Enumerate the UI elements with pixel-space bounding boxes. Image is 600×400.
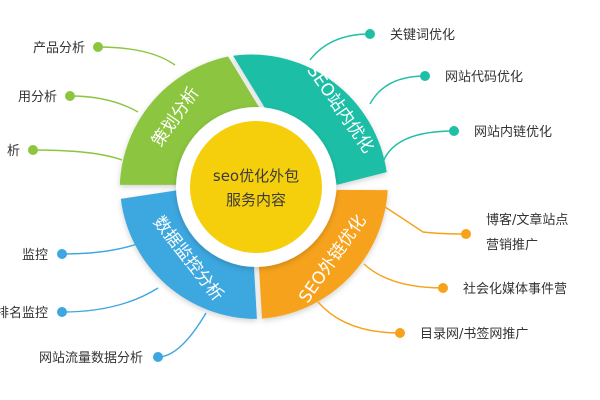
dot-offsite-3 <box>395 328 405 338</box>
planning-item-3: 析 <box>7 144 20 159</box>
offsite-segment <box>258 189 388 319</box>
connector-planning-3 <box>32 149 123 161</box>
center-core <box>190 121 322 253</box>
dot-offsite-2 <box>438 283 448 293</box>
connector-offsite-1 <box>381 204 467 235</box>
item-labels: 产品分析 用分析 析 关键词优化 网站代码优化 网站内链优化 博客/文章站点 营… <box>0 28 568 366</box>
monitor-item-3: 网站流量数据分析 <box>39 351 143 366</box>
dot-offsite-1 <box>461 229 471 239</box>
dot-onsite-3 <box>449 126 459 136</box>
connector-planning-1 <box>97 46 176 66</box>
connector-planning-2 <box>69 95 139 113</box>
planning-item-1: 产品分析 <box>33 41 85 56</box>
dot-monitor-3 <box>153 352 163 362</box>
dot-monitor-2 <box>57 307 67 317</box>
connector-onsite-1 <box>309 33 371 61</box>
planning-item-2: 用分析 <box>18 90 57 105</box>
onsite-segment <box>233 54 387 185</box>
offsite-item-2: 营销推广 <box>486 238 538 253</box>
dot-planning-1 <box>93 42 103 52</box>
center-subtitle: 服务内容 <box>226 191 286 209</box>
connectors <box>32 33 467 358</box>
connector-offsite-2 <box>363 263 444 289</box>
offsite-item-4: 目录网/书签网推广 <box>420 326 528 342</box>
monitor-item-2: 排名监控 <box>0 305 48 321</box>
dot-planning-2 <box>65 91 75 101</box>
onsite-item-2: 网站代码优化 <box>445 70 523 85</box>
connector-monitor-3 <box>157 312 207 358</box>
center-title: seo优化外包 <box>213 167 299 185</box>
dot-onsite-1 <box>365 29 375 39</box>
dot-monitor-1 <box>57 249 67 259</box>
connector-onsite-3 <box>382 130 455 163</box>
dot-planning-3 <box>28 145 38 155</box>
connector-onsite-2 <box>369 75 426 105</box>
connector-dots <box>28 29 471 362</box>
monitor-segment <box>120 189 257 319</box>
connector-monitor-2 <box>61 287 159 313</box>
connector-offsite-3 <box>317 301 401 334</box>
planning-segment <box>119 56 267 185</box>
offsite-item-1: 博客/文章站点 <box>486 212 568 228</box>
dot-onsite-2 <box>420 71 430 81</box>
connector-monitor-1 <box>61 242 141 255</box>
onsite-item-1: 关键词优化 <box>390 28 455 43</box>
ring <box>119 54 388 319</box>
onsite-item-3: 网站内链优化 <box>474 124 552 140</box>
monitor-item-1: 监控 <box>22 248 48 263</box>
offsite-item-3: 社会化媒体事件营 <box>463 281 567 297</box>
